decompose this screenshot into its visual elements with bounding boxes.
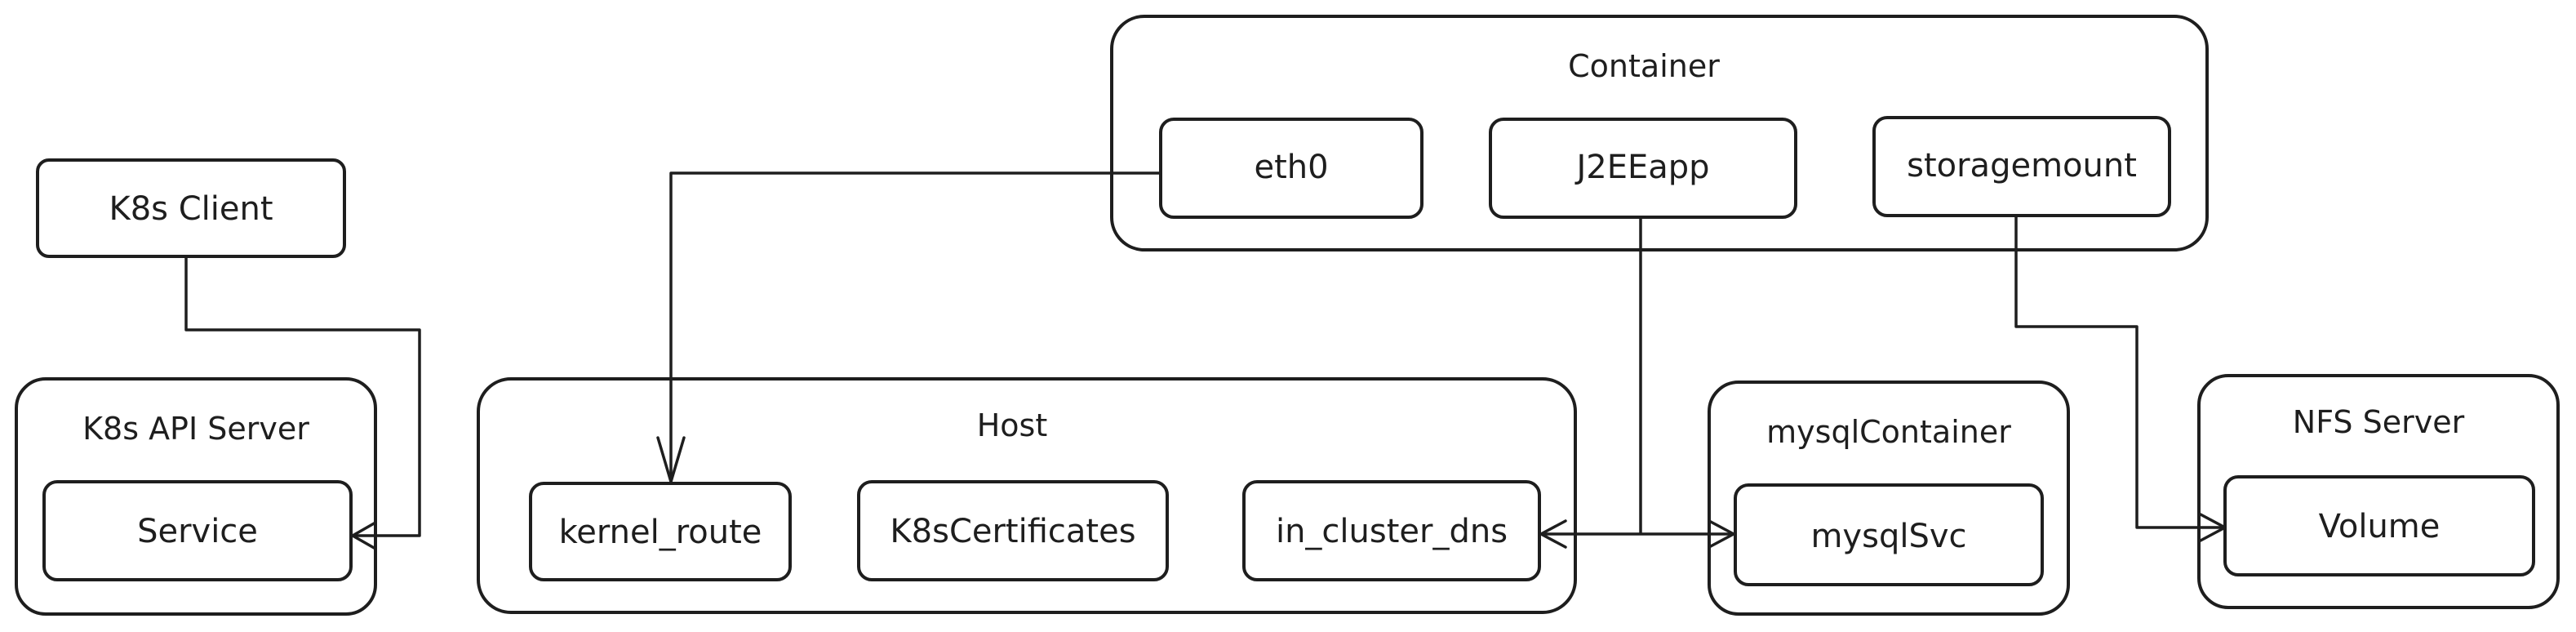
kernel-route-label: kernel_route [559, 514, 762, 551]
service-label: Service [137, 513, 258, 550]
k8s-certificates-node: K8sCertificates [857, 480, 1169, 581]
k8s-api-server-title: K8s API Server [82, 411, 309, 447]
mysql-svc-node: mysqlSvc [1734, 483, 2044, 586]
service-node: Service [42, 480, 353, 581]
k8s-certificates-label: K8sCertificates [890, 513, 1135, 550]
k8s-client-node: K8s Client [36, 158, 346, 258]
storagemount-node: storagemount [1872, 116, 2171, 217]
eth0-node: eth0 [1159, 118, 1423, 219]
kernel-route-node: kernel_route [529, 482, 792, 581]
edge-storagemount-to-volume [2014, 216, 2227, 542]
mysql-container-title: mysqlContainer [1766, 414, 2011, 450]
host-title: Host [977, 407, 1048, 443]
in-cluster-dns-label: in_cluster_dns [1276, 513, 1508, 550]
volume-node: Volume [2223, 475, 2535, 576]
in-cluster-dns-node: in_cluster_dns [1242, 480, 1541, 581]
j2eeapp-label: J2EEapp [1574, 149, 1709, 186]
edge-j2eeapp-to-dns-and-mysql [1539, 217, 1735, 549]
nfs-server-title: NFS Server [2293, 404, 2465, 440]
k8s-client-label: K8s Client [109, 190, 273, 228]
mysql-svc-label: mysqlSvc [1810, 518, 1966, 555]
container-title: Container [1568, 48, 1720, 84]
eth0-label: eth0 [1254, 149, 1328, 186]
j2eeapp-node: J2EEapp [1489, 118, 1797, 219]
edge-k8s-client-to-service [184, 256, 421, 550]
storagemount-label: storagemount [1907, 147, 2137, 185]
volume-label: Volume [2319, 508, 2441, 545]
edge-eth0-to-kernel-route [656, 171, 1161, 483]
